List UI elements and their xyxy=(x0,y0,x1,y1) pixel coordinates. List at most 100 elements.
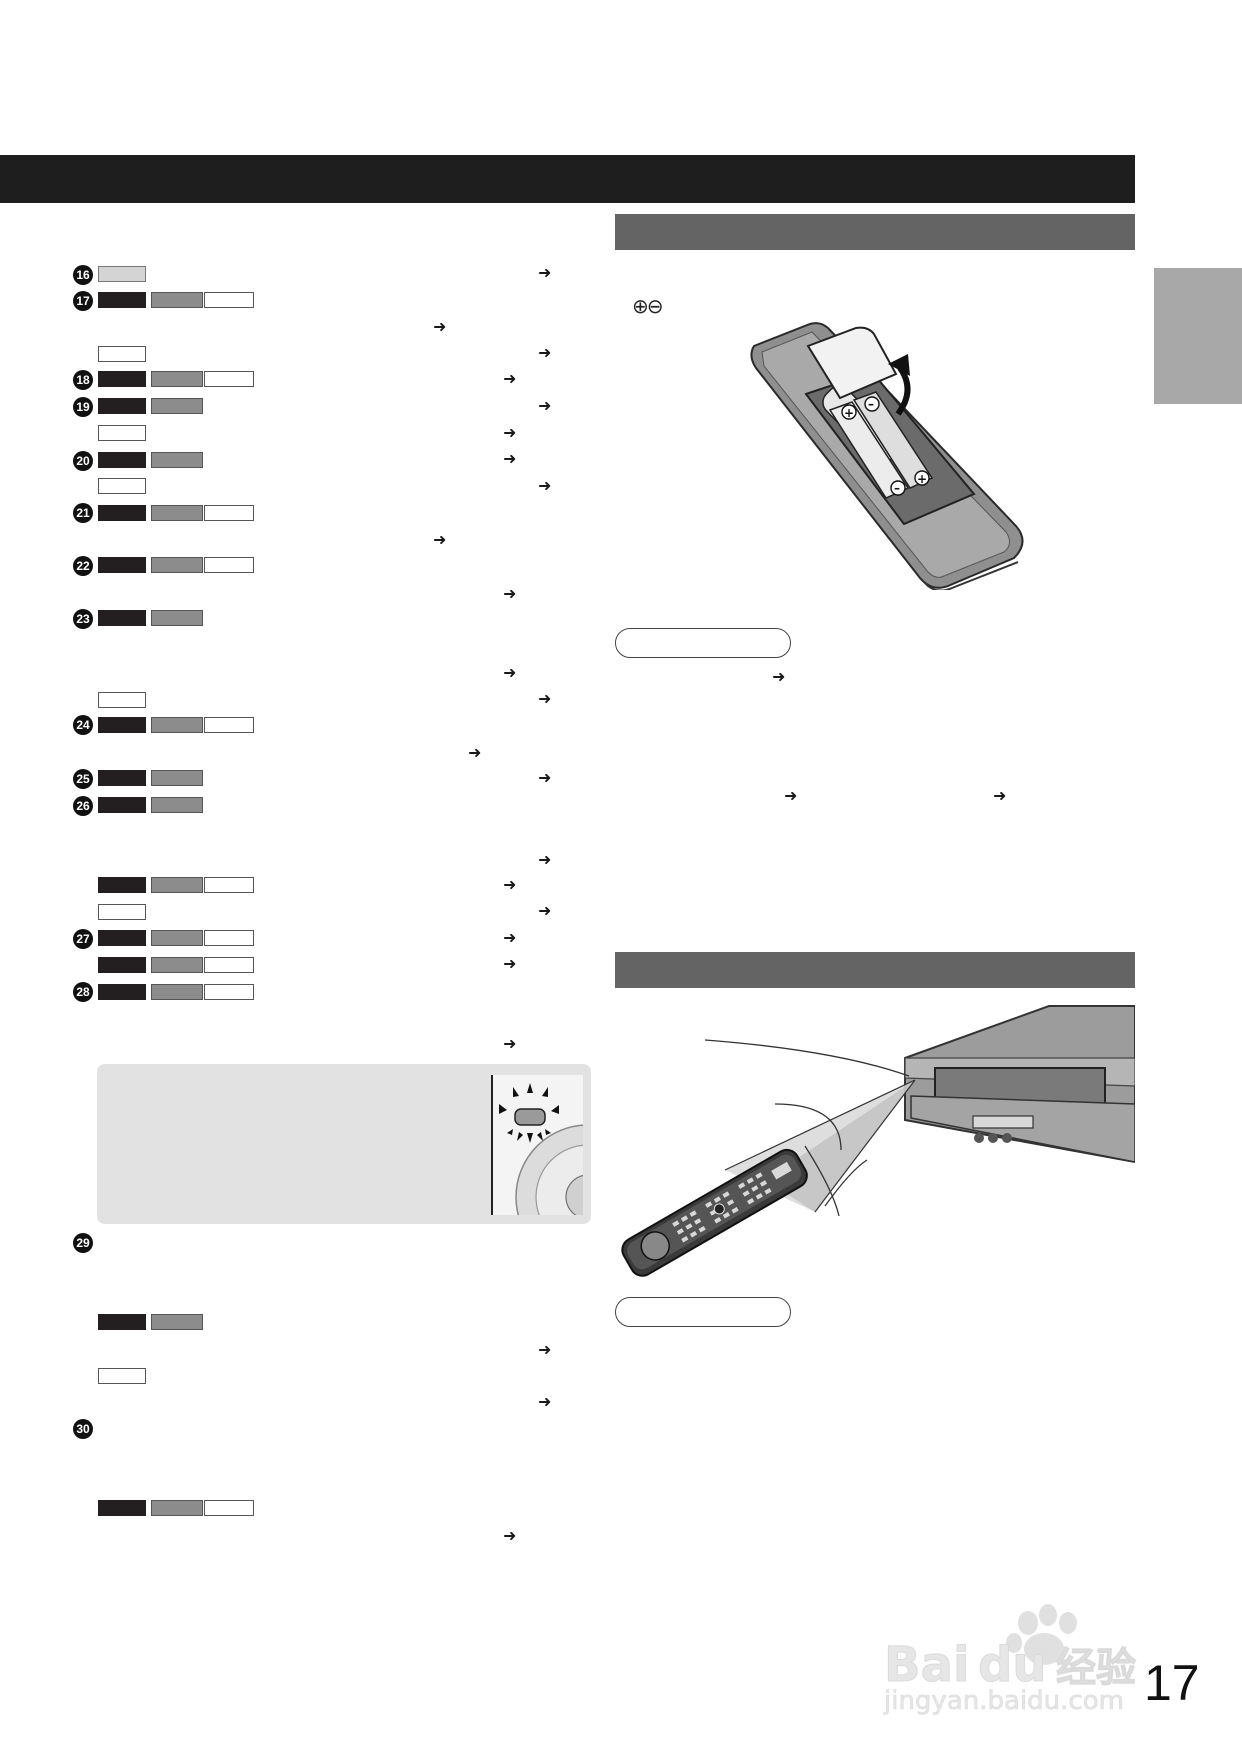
blinking-button-icon xyxy=(499,1083,583,1215)
item-19-sub-arrow-icon: ➜ xyxy=(503,425,517,442)
item-25-arrow-icon: ➜ xyxy=(538,770,552,787)
item-26-swatch-mid-2 xyxy=(151,877,203,893)
item-23-arrow-icon: ➜ xyxy=(503,665,517,682)
item-27-swatch-mid-2 xyxy=(151,957,203,973)
item-24-swatch-dark xyxy=(98,717,146,733)
item-badge-25: 25 xyxy=(73,769,93,789)
item-17-swatch-white-sub xyxy=(98,346,146,362)
item-17-sub-arrow-icon: ➜ xyxy=(538,345,552,362)
battery-section-header xyxy=(615,214,1135,250)
item-24-arrow-icon: ➜ xyxy=(468,745,482,762)
item-21-swatch-white xyxy=(204,505,254,521)
item-20-sub-arrow-icon: ➜ xyxy=(538,478,552,495)
item-21-arrow-icon: ➜ xyxy=(433,532,447,549)
battery-note-arrow-icon-3: ➜ xyxy=(993,788,1007,805)
battery-note-arrow-icon: ➜ xyxy=(772,669,786,686)
item-16-swatch-light xyxy=(98,266,146,282)
item-23-swatch-white-sub xyxy=(98,692,146,708)
item-19-arrow-icon: ➜ xyxy=(538,398,552,415)
svg-text:经验: 经验 xyxy=(1056,1645,1136,1691)
svg-text:–: – xyxy=(868,397,874,411)
item-17-arrow-icon: ➜ xyxy=(433,319,447,336)
blinking-button-illustration xyxy=(491,1075,583,1215)
item-19-swatch-dark xyxy=(98,398,146,414)
item-30-swatch-mid xyxy=(151,1500,203,1516)
item-badge-19: 19 xyxy=(73,397,93,417)
svg-text:+: + xyxy=(844,406,854,420)
item-27-swatch-white xyxy=(204,930,254,946)
remote-pointing-illustration xyxy=(615,1000,1136,1286)
item-27-swatch-white-2 xyxy=(204,957,254,973)
item-30-swatch-white xyxy=(204,1500,254,1516)
item-18-swatch-dark xyxy=(98,371,146,387)
item-25-swatch-mid xyxy=(151,770,203,786)
item-30-arrow-icon: ➜ xyxy=(503,1528,517,1545)
item-26-swatch-white-2 xyxy=(204,877,254,893)
item-28-swatch-mid xyxy=(151,984,203,1000)
item-17-swatch-dark xyxy=(98,292,146,308)
item-badge-26: 26 xyxy=(73,796,93,816)
item-26-swatch-dark-2 xyxy=(98,877,146,893)
item-26-arrow-icon: ➜ xyxy=(538,852,552,869)
item-badge-17: 17 xyxy=(73,291,93,311)
item-27-arrow-icon: ➜ xyxy=(503,930,517,947)
battery-note-arrow-icon-2: ➜ xyxy=(784,788,798,805)
item-27-swatch-dark-2 xyxy=(98,957,146,973)
item-20-swatch-mid xyxy=(151,452,203,468)
battery-note-label xyxy=(615,628,791,658)
item-24-swatch-mid xyxy=(151,717,203,733)
item-23-swatch-dark xyxy=(98,610,146,626)
item-21-swatch-dark xyxy=(98,505,146,521)
item-29-swatch-white-sub xyxy=(98,1368,146,1384)
item-28-swatch-white xyxy=(204,984,254,1000)
item-20-swatch-white-sub xyxy=(98,478,146,494)
polarity-symbols-icon: ⊕⊖ xyxy=(632,296,663,318)
chapter-side-tab xyxy=(1154,268,1242,404)
remote-battery-illustration: + – + – xyxy=(748,318,1030,592)
item-18-arrow-icon: ➜ xyxy=(503,371,517,388)
item-26-swatch-mid xyxy=(151,797,203,813)
baidu-watermark-icon: Bai du 经验 jingyan.baidu.com xyxy=(883,1604,1137,1716)
item-29-swatch-mid xyxy=(151,1314,203,1330)
item-badge-27: 27 xyxy=(73,929,93,949)
item-27-swatch-mid xyxy=(151,930,203,946)
item-22-swatch-mid xyxy=(151,557,203,573)
svg-text:Bai: Bai xyxy=(884,1637,969,1693)
item-23-swatch-mid xyxy=(151,610,203,626)
item-badge-20: 20 xyxy=(73,451,93,471)
item-29-swatch-dark xyxy=(98,1314,146,1330)
item-24-swatch-white xyxy=(204,717,254,733)
item-29-sub-arrow-icon: ➜ xyxy=(538,1394,552,1411)
item-26-arrow-icon-2: ➜ xyxy=(503,877,517,894)
item-22-swatch-white xyxy=(204,557,254,573)
item-20-arrow-icon: ➜ xyxy=(503,451,517,468)
item-badge-29: 29 xyxy=(73,1233,93,1253)
battery-compartment-icon: + – + – xyxy=(750,322,1024,592)
remote-range-note-label xyxy=(615,1297,791,1327)
item-17-swatch-white xyxy=(204,292,254,308)
item-badge-22: 22 xyxy=(73,556,93,576)
item-badge-16: 16 xyxy=(73,265,93,285)
item-badge-30: 30 xyxy=(73,1419,93,1439)
svg-text:du: du xyxy=(978,1637,1047,1693)
item-30-swatch-dark xyxy=(98,1500,146,1516)
item-25-swatch-dark xyxy=(98,770,146,786)
remote-pointing-icon xyxy=(621,1005,1136,1277)
item-badge-24: 24 xyxy=(73,715,93,735)
item-16-arrow-icon: ➜ xyxy=(538,265,552,282)
item-26-swatch-white-sub xyxy=(98,904,146,920)
item-badge-23: 23 xyxy=(73,609,93,629)
item-19-swatch-white-sub xyxy=(98,425,146,441)
remote-range-section-header xyxy=(615,952,1135,988)
item-23-sub-arrow-icon: ➜ xyxy=(538,691,552,708)
svg-text:jingyan.baidu.com: jingyan.baidu.com xyxy=(883,1686,1124,1715)
item-28-arrow-icon: ➜ xyxy=(503,1036,517,1053)
item-18-swatch-mid xyxy=(151,371,203,387)
item-20-swatch-dark xyxy=(98,452,146,468)
item-28-swatch-dark xyxy=(98,984,146,1000)
item-26-sub-arrow-icon: ➜ xyxy=(538,903,552,920)
item-17-swatch-mid xyxy=(151,292,203,308)
item-22-arrow-icon: ➜ xyxy=(503,586,517,603)
item-badge-21: 21 xyxy=(73,503,93,523)
item-26-swatch-dark xyxy=(98,797,146,813)
